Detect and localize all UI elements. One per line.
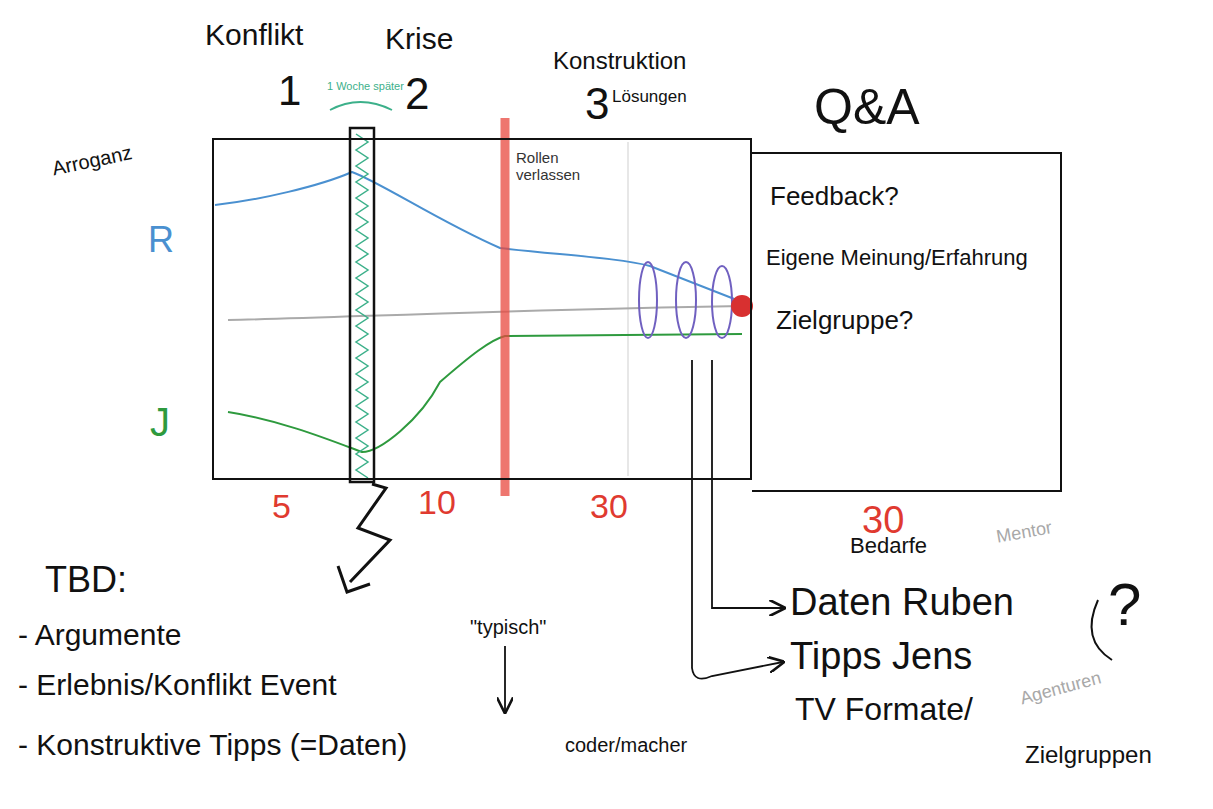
- qa-heading: Q&A: [814, 80, 920, 135]
- todo-item: - Konstruktive Tipps (=Daten): [18, 728, 407, 761]
- phase-number: 3: [585, 80, 609, 128]
- axis-label: Arroganz: [50, 141, 134, 179]
- series-label: J: [150, 400, 170, 444]
- r-curve: [215, 172, 742, 302]
- todo-note: coder/macher: [565, 734, 687, 756]
- series-label: R: [148, 220, 174, 260]
- todo-heading: TBD:: [45, 560, 127, 600]
- focus-ellipse: [676, 262, 696, 338]
- qa-note: Feedback?: [770, 182, 899, 211]
- todo-item: - Argumente: [18, 618, 181, 651]
- gap-zigzag: [356, 134, 368, 478]
- phase-number: 2: [405, 70, 429, 118]
- output-note: Zielgruppen: [1025, 742, 1152, 768]
- output-note: Agenturen: [1018, 668, 1103, 709]
- lightning-symbol: [350, 484, 390, 582]
- todo-note: "typisch": [470, 616, 546, 638]
- phase-number: 1: [278, 68, 301, 114]
- duration-number: 5: [272, 488, 291, 525]
- leader-arrow: [712, 360, 784, 608]
- leader-arrow: [692, 360, 783, 679]
- gap-note: 1 Woche später: [327, 80, 404, 92]
- phase-note: Rollen verlassen: [516, 150, 600, 183]
- time-gap-band: [350, 128, 374, 482]
- phase-title: Krise: [385, 22, 453, 55]
- output-item: Daten Ruben: [790, 582, 1014, 624]
- phase-subtitle: Lösungen: [612, 88, 687, 107]
- lightning-arrow-head: [338, 566, 370, 592]
- j-curve: [228, 334, 742, 452]
- phase-title: Konflikt: [205, 18, 303, 51]
- duration-number: 10: [418, 484, 456, 521]
- output-item: TV Formate/: [795, 692, 973, 727]
- end-dot: [731, 295, 753, 317]
- week-arc: [330, 102, 392, 110]
- focus-ellipse: [712, 266, 732, 338]
- question-mark: ?: [1108, 572, 1141, 638]
- qa-note: Zielgruppe?: [776, 306, 913, 335]
- qa-note: Eigene Meinung/Erfahrung: [766, 246, 1028, 270]
- focus-ellipse: [639, 262, 657, 338]
- role-exit-bar: [501, 118, 510, 496]
- qa-panel: Q&AFeedback?Eigene Meinung/ErfahrungZiel…: [752, 152, 1062, 492]
- duration-number: 30: [590, 488, 628, 525]
- neutral-curve: [228, 306, 742, 320]
- output-item: Tipps Jens: [790, 636, 972, 678]
- phase-title: Konstruktion: [553, 48, 686, 74]
- todo-item: - Erlebnis/Konflikt Event: [18, 668, 336, 701]
- output-note: Bedarfe: [850, 534, 927, 558]
- typisch-arrow: [504, 646, 506, 712]
- phase-chart-frame: Rollen verlassen: [212, 138, 752, 480]
- output-note: Mentor: [995, 518, 1054, 547]
